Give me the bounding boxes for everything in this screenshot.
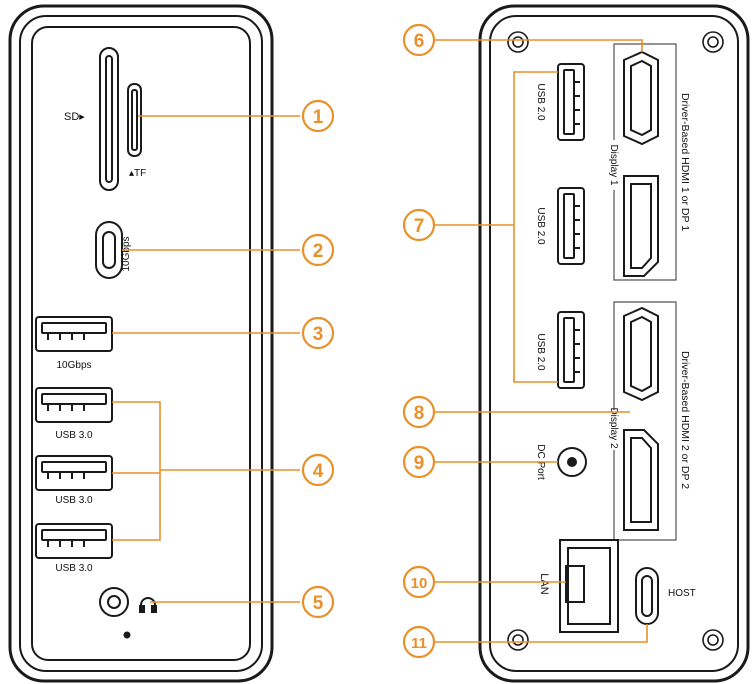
usb3-label-3: USB 3.0 (55, 563, 93, 574)
display1-bracket (613, 43, 677, 281)
svg-text:2: 2 (313, 241, 324, 262)
display1-label: Display 1 (608, 144, 619, 186)
display2-label: Display 2 (608, 407, 619, 449)
callout-9: 9 (402, 445, 436, 479)
displayport-2 (623, 429, 659, 531)
display2-bracket (613, 301, 677, 541)
callout-4: 4 (301, 453, 335, 487)
usb-c-label: 10Gbps (121, 236, 132, 271)
svg-text:3: 3 (313, 324, 324, 345)
svg-text:8: 8 (414, 403, 425, 424)
power-led-icon (123, 631, 131, 639)
hdmi2-label: Driver-Based HDMI 2 or DP 2 (679, 351, 691, 489)
callout-3: 3 (301, 316, 335, 350)
callout-5: 5 (301, 585, 335, 619)
lan-label: LAN (538, 573, 550, 594)
front-panel (8, 4, 274, 683)
usb-c-port-front (95, 221, 123, 279)
sd-label: SD▸ (64, 111, 85, 123)
headset-icon (139, 597, 157, 613)
usb3-label-2: USB 3.0 (55, 495, 93, 506)
tf-card-slot (127, 83, 142, 157)
usb2-port-3 (557, 311, 585, 389)
usb2-label-2: USB 2.0 (535, 207, 546, 245)
svg-text:9: 9 (414, 453, 425, 474)
svg-text:6: 6 (414, 31, 425, 52)
usb3-label-1: USB 3.0 (55, 430, 93, 441)
hdmi-port-1 (623, 50, 659, 146)
audio-jack (99, 587, 129, 617)
screw-bottom-right (702, 629, 724, 651)
screw-top-left (507, 31, 529, 53)
callout-7: 7 (402, 208, 436, 242)
callout-2: 2 (301, 233, 335, 267)
tf-label: ▴TF (129, 168, 146, 179)
displayport-1 (623, 175, 659, 277)
usb-a-port-10gbps (35, 316, 113, 352)
svg-text:4: 4 (313, 461, 324, 482)
callout-6: 6 (402, 23, 436, 57)
callout-8: 8 (402, 395, 436, 429)
usb3-port-2 (35, 455, 113, 491)
back-callout-lines (434, 39, 648, 643)
callout-1: 1 (301, 99, 335, 133)
usb2-port-2 (557, 187, 585, 265)
usb2-port-1 (557, 63, 585, 141)
svg-text:11: 11 (411, 635, 427, 652)
usb3-port-3 (35, 523, 113, 559)
usb2-label-3: USB 2.0 (535, 333, 546, 371)
svg-text:5: 5 (313, 593, 324, 614)
sd-card-slot (99, 47, 119, 191)
callout-10: 10 (402, 565, 436, 599)
hdmi1-label: Driver-Based HDMI 1 or DP 1 (679, 93, 691, 231)
usb3-port-1 (35, 387, 113, 423)
svg-text:7: 7 (414, 216, 425, 237)
usb2-label-1: USB 2.0 (535, 83, 546, 121)
host-label: HOST (668, 588, 696, 599)
host-usb-c-port (635, 567, 659, 625)
back-panel (478, 4, 750, 683)
svg-text:10: 10 (411, 575, 428, 592)
screw-bottom-left (507, 629, 529, 651)
usb-a-10gbps-label: 10Gbps (56, 360, 91, 371)
lan-port (559, 539, 619, 633)
callout-11: 11 (402, 625, 436, 659)
dc-power-port (557, 447, 587, 477)
svg-text:1: 1 (313, 107, 324, 128)
screw-top-right (702, 31, 724, 53)
hdmi-port-2 (623, 306, 659, 402)
front-callout-lines (112, 115, 300, 603)
